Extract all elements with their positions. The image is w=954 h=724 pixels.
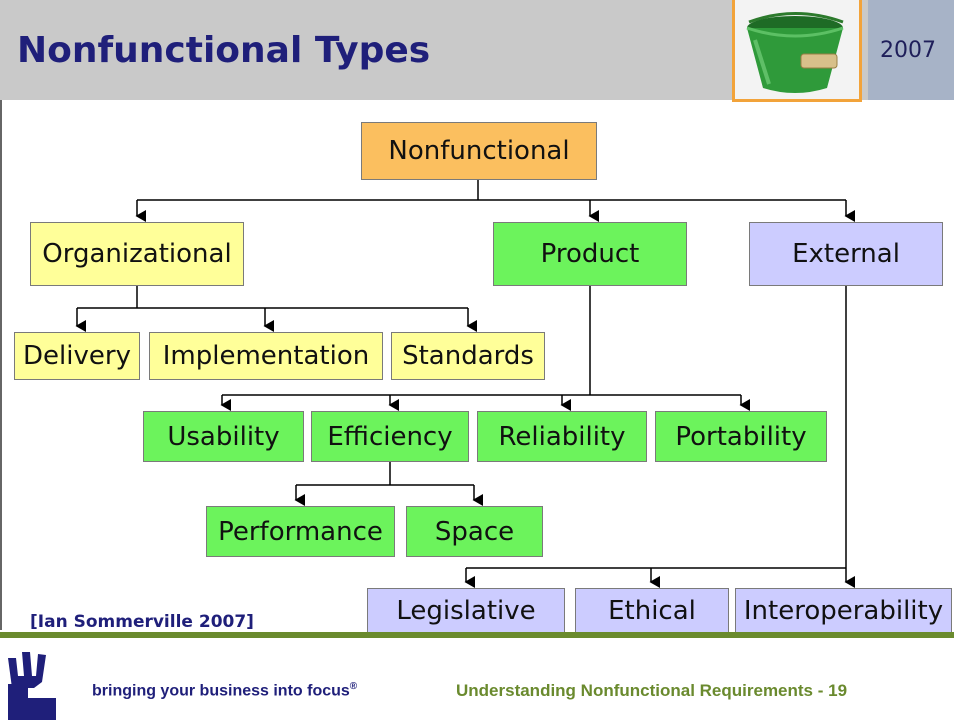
- footer-rule: [0, 632, 954, 638]
- hand-logo-icon: [2, 648, 72, 724]
- node-ethical: Ethical: [575, 588, 729, 634]
- registered-mark: ®: [349, 681, 358, 692]
- tagline-text: bringing your business into focus: [92, 682, 350, 700]
- node-implementation: Implementation: [149, 332, 383, 380]
- node-standards: Standards: [391, 332, 545, 380]
- green-bucket-icon: [732, 0, 862, 102]
- node-nonfunctional: Nonfunctional: [361, 122, 597, 180]
- node-portability: Portability: [655, 411, 827, 462]
- page-title: Nonfunctional Types: [17, 30, 431, 71]
- node-external: External: [749, 222, 943, 286]
- node-space: Space: [406, 506, 543, 557]
- node-performance: Performance: [206, 506, 395, 557]
- title-accent: [868, 0, 954, 100]
- tagline: bringing your business into focus®: [92, 681, 357, 700]
- citation: [Ian Sommerville 2007]: [30, 612, 254, 632]
- node-usability: Usability: [143, 411, 304, 462]
- node-interoperability: Interoperability: [735, 588, 952, 634]
- node-delivery: Delivery: [14, 332, 140, 380]
- node-organizational: Organizational: [30, 222, 244, 286]
- year-label: 2007: [880, 38, 936, 63]
- node-reliability: Reliability: [477, 411, 647, 462]
- node-efficiency: Efficiency: [311, 411, 469, 462]
- left-rule: [0, 100, 2, 630]
- node-product: Product: [493, 222, 687, 286]
- node-legislative: Legislative: [367, 588, 565, 634]
- footer-title: Understanding Nonfunctional Requirements…: [456, 681, 848, 700]
